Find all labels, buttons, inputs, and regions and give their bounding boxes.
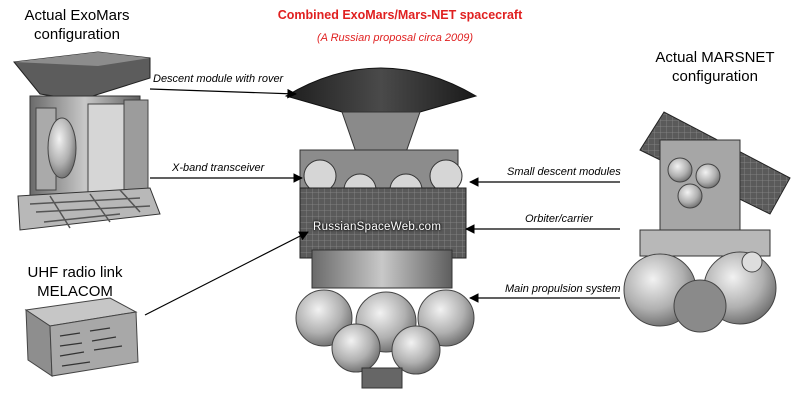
marsnet-label-line2: configuration bbox=[672, 68, 758, 85]
uhf-label-line2: MELACOM bbox=[37, 283, 113, 300]
callout-descent-module: Descent module with rover bbox=[153, 73, 284, 85]
marsnet-label: Actual MARSNET configuration bbox=[650, 48, 780, 86]
arrow-descent-module bbox=[149, 88, 297, 99]
exomars-label: Actual ExoMars configuration bbox=[22, 6, 132, 44]
exomars-label-line2: configuration bbox=[34, 26, 120, 43]
diagram-subtitle: (A Russian proposal circa 2009) bbox=[316, 32, 474, 44]
watermark: RussianSpaceWeb.com bbox=[313, 221, 442, 233]
exomars-label-line1: Actual ExoMars bbox=[24, 7, 130, 24]
callout-xband: X-band transceiver bbox=[172, 162, 265, 174]
arrow-uhf bbox=[144, 231, 309, 316]
marsnet-spacecraft-illustration bbox=[623, 111, 791, 333]
callout-small-descent: Small descent modules bbox=[507, 166, 621, 178]
melacom-radio-illustration bbox=[24, 297, 139, 377]
callout-propulsion: Main propulsion system bbox=[505, 283, 621, 295]
marsnet-label-line1: Actual MARSNET bbox=[655, 49, 775, 66]
combined-spacecraft-illustration bbox=[284, 67, 478, 389]
uhf-label-line1: UHF radio link bbox=[27, 264, 123, 281]
exomars-spacecraft-illustration bbox=[13, 51, 161, 231]
callout-orbiter: Orbiter/carrier bbox=[525, 213, 593, 225]
uhf-label: UHF radio link MELACOM bbox=[20, 263, 130, 301]
diagram-title: Combined ExoMars/Mars-NET spacecraft bbox=[277, 8, 523, 22]
